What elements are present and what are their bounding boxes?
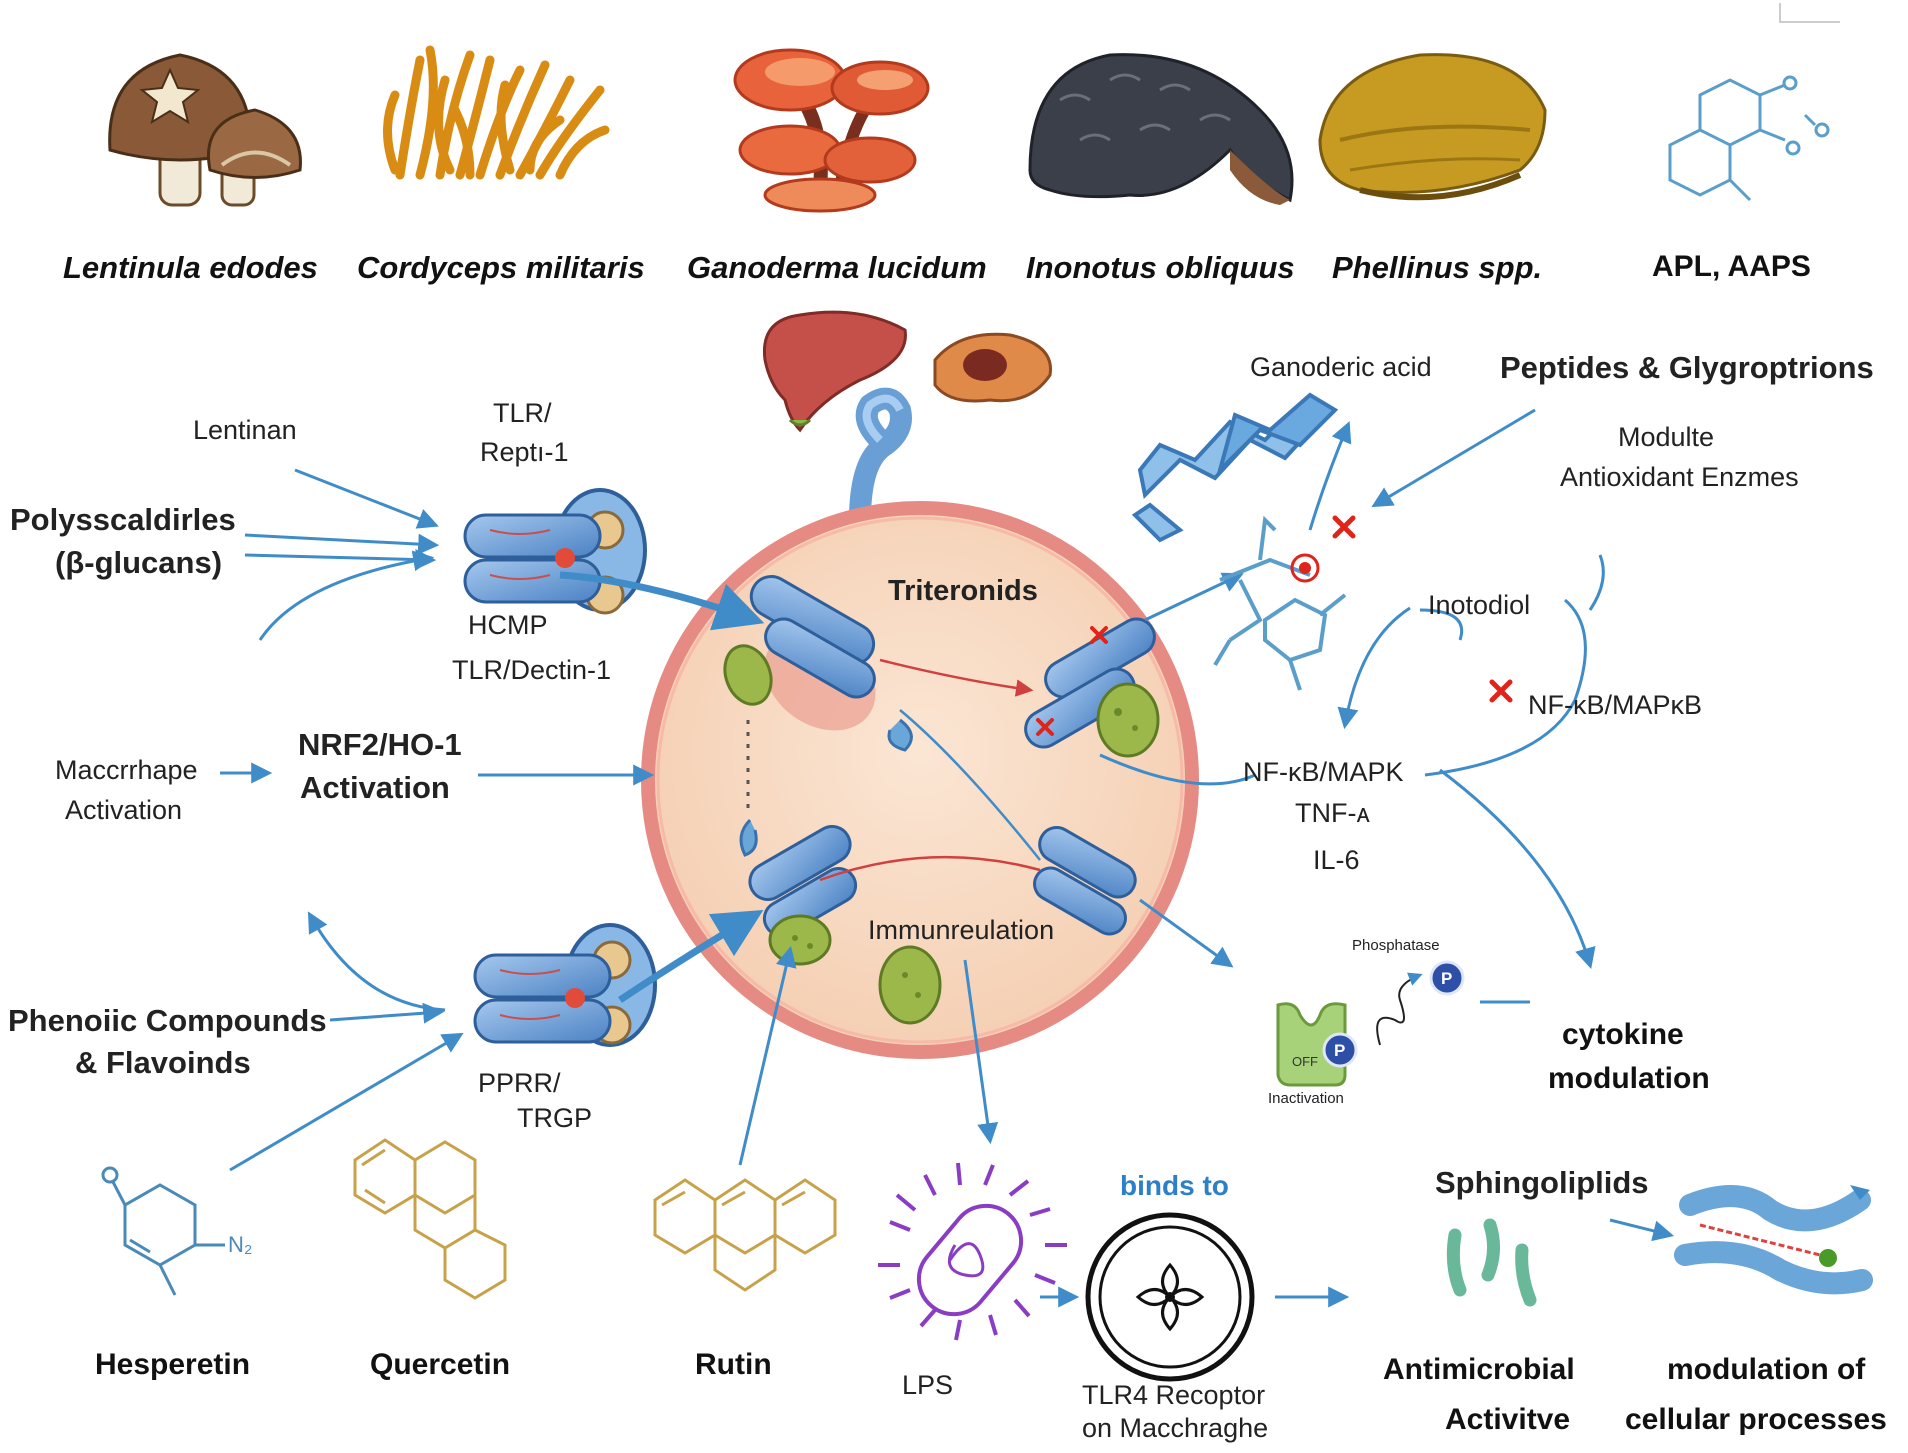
label-tlr: TLR/ [493, 398, 552, 428]
rutin-structure-icon [653, 1178, 837, 1292]
label-nfkb-center: NF-κB/MAPK [1243, 757, 1404, 787]
label-nfkb-right: NF-κB/MAPκB [1528, 690, 1703, 720]
label-off: OFF [1292, 1054, 1318, 1069]
pathway-arrows [220, 408, 1675, 1308]
label-triterpenoids: Triteronids [888, 575, 1038, 607]
label-n2: N₂ [228, 1232, 253, 1257]
label-antimicrobial: Antimicrobial [1383, 1353, 1575, 1386]
label-hcmp: HCMP [468, 610, 548, 640]
lps-bacterium-icon [878, 1162, 1067, 1341]
label-pprr: PPRR/ [478, 1068, 561, 1098]
inhibition-cross-icon [1036, 626, 1108, 736]
label-phosphatase: Phosphatase [1352, 937, 1440, 954]
label-peptides: Peptides & Glygroptrions [1500, 350, 1874, 385]
label-cellular-processes: cellular processes [1625, 1403, 1887, 1436]
phosphate-badge-icon [1429, 960, 1465, 996]
label-lps: LPS [902, 1370, 954, 1400]
cell-receptor-right [1024, 617, 1156, 749]
label-quercetin: Quercetin [370, 1348, 511, 1381]
apl-molecule-icon [1668, 75, 1830, 202]
label-beta-glucans: (β-glucans) [55, 545, 223, 580]
species-lentinula: Lentinula edodes [63, 250, 318, 285]
sphingolipids-icon [1446, 1218, 1537, 1307]
tlr4-receptor-icon [1085, 1212, 1255, 1382]
label-macrophage-activation: Activation [65, 795, 183, 825]
species-inonotus: Inonotus obliquus [1026, 250, 1295, 285]
corner-mark [1779, 3, 1840, 23]
shiitake-mushroom-icon [108, 53, 302, 207]
label-binds-to: binds to [1120, 1170, 1229, 1201]
ganoderic-acid-structure-icon [1131, 392, 1339, 543]
label-rutin: Rutin [695, 1348, 772, 1381]
cell-receptor-lower-right [1033, 826, 1137, 936]
label-p-bound: P [1334, 1041, 1346, 1060]
label-inactivation: Inactivation [1268, 1090, 1344, 1107]
label-tlr4: TLR4 Recoptor [1082, 1380, 1266, 1410]
phellinus-icon [1318, 53, 1547, 201]
label-p-free: P [1441, 969, 1453, 988]
label-tlr-dectin: TLR/Dectin-1 [452, 655, 612, 685]
liver-icon [762, 310, 907, 433]
cordyceps-icon [383, 45, 610, 180]
triterpene-structure-icon [1213, 515, 1347, 691]
pancreas-icon [933, 332, 1052, 403]
species-ganoderma: Ganoderma lucidum [687, 250, 987, 285]
label-antioxidant-enzymes: Antioxidant Enzmes [1560, 462, 1799, 492]
label-flavonoids: & Flavoinds [75, 1045, 251, 1080]
label-lentinan: Lentinan [193, 415, 297, 445]
chaga-icon [1028, 53, 1294, 205]
species-cordyceps: Cordyceps militaris [357, 250, 645, 285]
label-antimicrobial-activity: Activitve [1445, 1403, 1571, 1436]
label-cytokine: cytokine [1562, 1018, 1684, 1051]
phosphatase-enzyme-icon [1276, 972, 1423, 1087]
label-trgp: TRGP [517, 1103, 593, 1133]
phosphate-badge-icon [1322, 1032, 1358, 1068]
ganoderma-icon [733, 48, 930, 213]
label-tlr4-macrophage: on Macchraghe [1082, 1413, 1269, 1443]
species-phellinus: Phellinus spp. [1332, 250, 1543, 285]
label-nrf2-activation: Activation [300, 770, 450, 805]
label-macrophage: Maccrrhape [55, 755, 198, 785]
label-tnf: TNF-ᴀ [1295, 798, 1370, 828]
label-ganoderic-acid: Ganoderic acid [1250, 352, 1432, 382]
receptor-bottom-left-icon [473, 923, 657, 1047]
hesperetin-structure-icon [101, 1166, 225, 1296]
label-rept: Reptı-1 [480, 437, 569, 467]
label-nrf2: NRF2/HO-1 [298, 727, 462, 762]
label-immunoregulation: Immunreulation [868, 915, 1055, 945]
label-il6: IL-6 [1313, 845, 1360, 875]
label-phenolic: Phenoiic Compounds [8, 1003, 327, 1038]
label-sphingolipids: Sphingoliplids [1435, 1165, 1649, 1200]
label-polysaccharides: Polysscaldirles [10, 502, 236, 537]
label-modulation-of: modulation of [1667, 1353, 1866, 1386]
label-hesperetin: Hesperetin [95, 1348, 251, 1381]
label-cytokine-modulation: modulation [1548, 1062, 1710, 1095]
quercetin-structure-icon [353, 1138, 507, 1300]
blue-vesicle-icon [887, 718, 913, 752]
cellular-process-icon [1674, 1185, 1873, 1295]
species-apl: APL, AAPS [1652, 250, 1811, 283]
inhibition-cross-icon [1332, 515, 1513, 703]
label-modulate: Modulte [1618, 422, 1715, 452]
receptor-top-left-icon [463, 488, 647, 615]
label-inotodiol: Inotodiol [1428, 590, 1531, 620]
